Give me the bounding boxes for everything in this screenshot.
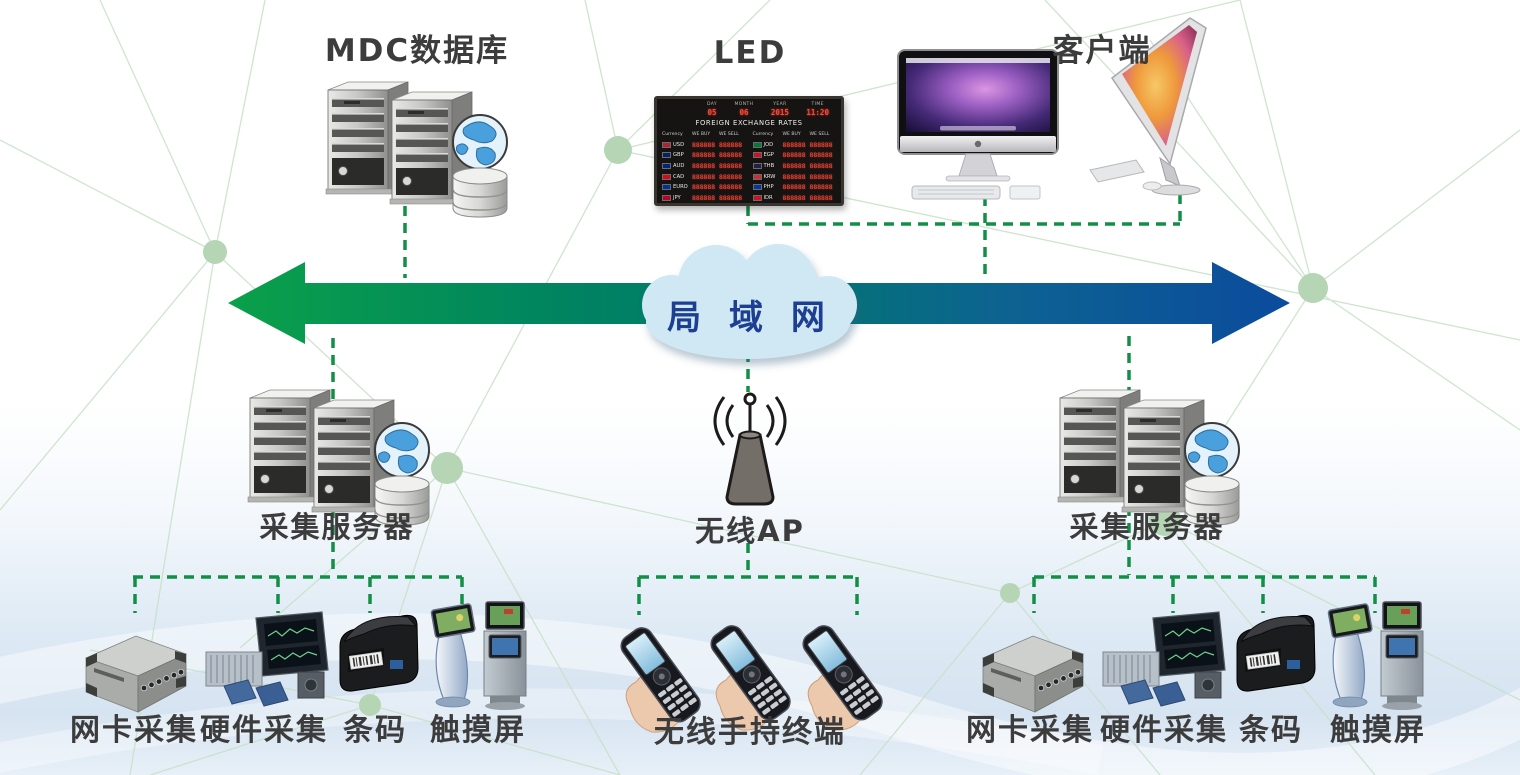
background-swoosh [0, 613, 1520, 775]
client-imac-front [897, 49, 1059, 200]
handheld-terminal-2 [706, 620, 796, 731]
label-handheld-terminals: 无线手持终端 [654, 715, 846, 750]
label-barcode-right: 条码 [1239, 713, 1303, 748]
flag-usd [662, 141, 671, 148]
hardware-capture-left [205, 611, 329, 707]
netcard-capture-left [85, 635, 187, 713]
flag-krw [752, 173, 762, 180]
flag-jpy [662, 194, 671, 201]
label-netcard-capture-left: 网卡采集 [70, 713, 198, 748]
handheld-terminal-3 [798, 620, 888, 731]
wireless-ap-antenna [713, 392, 787, 506]
label-lan: 局 域 网 [667, 298, 833, 338]
flag-egp [752, 152, 762, 159]
flag-thb [752, 163, 762, 170]
label-hardware-capture-right: 硬件采集 [1100, 713, 1228, 748]
label-collect-server-right: 采集服务器 [1069, 510, 1225, 544]
hardware-capture-right [1102, 611, 1226, 707]
led-title: FOREIGN EXCHANGE RATES [695, 119, 803, 127]
flag-aud [662, 163, 671, 170]
flag-cad [662, 173, 671, 180]
label-led: LED [713, 35, 787, 71]
label-touchscreen-right: 触摸屏 [1330, 713, 1426, 748]
touch-kiosk-right [1327, 601, 1424, 711]
mesh-nodes [203, 136, 1328, 716]
label-collect-server-left: 采集服务器 [259, 510, 415, 544]
flag-jod [752, 141, 762, 148]
label-barcode-left: 条码 [343, 713, 407, 748]
label-mdc-database: MDC数据库 [324, 33, 510, 69]
barcode-printer-left [339, 614, 419, 692]
flag-gbp [662, 152, 671, 159]
collect-server-left [248, 390, 429, 525]
label-hardware-capture-left: 硬件采集 [200, 713, 328, 748]
flag-euro [662, 184, 671, 191]
flag-php [752, 184, 762, 191]
label-netcard-capture-right: 网卡采集 [966, 713, 1094, 748]
netcard-capture-right [982, 635, 1084, 713]
collect-server-right [1058, 390, 1239, 525]
flag-idr [752, 194, 762, 201]
touch-kiosk-left [430, 601, 527, 711]
label-client: 客户端 [1052, 33, 1152, 69]
mdc-database-servers [326, 82, 507, 217]
dashed-connectors [133, 194, 1377, 615]
label-touchscreen-left: 触摸屏 [430, 713, 526, 748]
barcode-printer-right [1236, 614, 1316, 692]
label-wireless-ap: 无线AP [695, 514, 805, 548]
